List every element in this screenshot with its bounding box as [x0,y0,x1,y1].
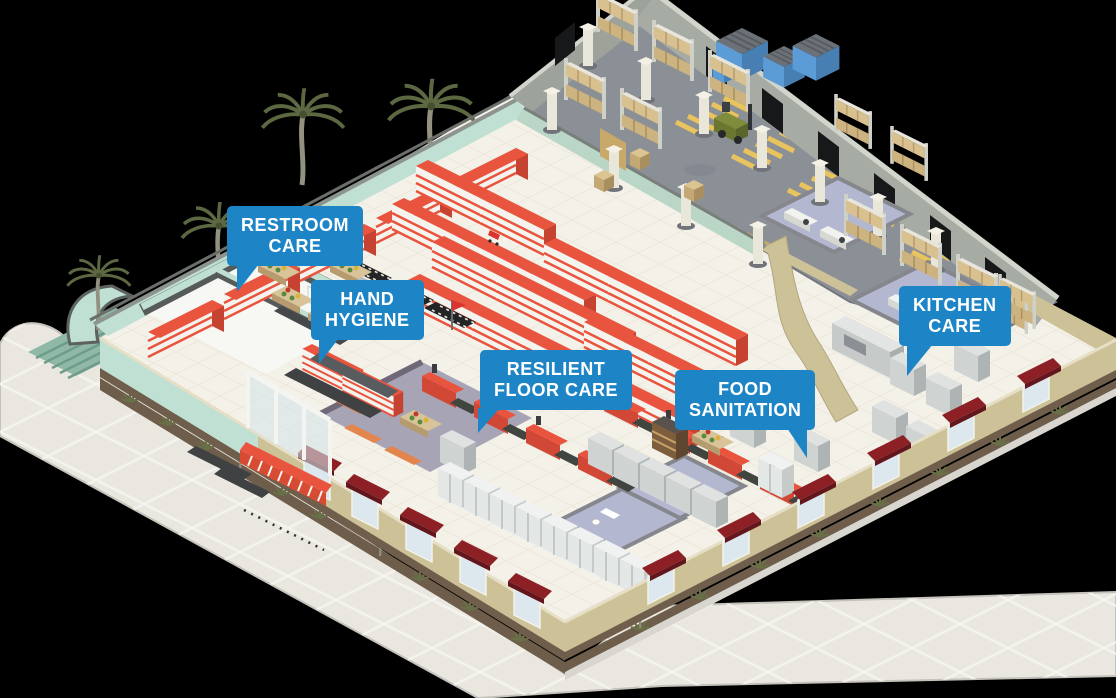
callout-label-line: CARE [268,235,322,256]
shopping-cart [488,230,500,246]
sidewalk [0,322,1116,698]
callout-label-line: FOOD [718,379,773,399]
curb-front-right [565,388,1116,680]
callout-label-line: CARE [928,315,982,336]
dirt-front-left [100,378,565,674]
callout-tail [237,263,259,292]
landscaping [28,284,1116,680]
retail-aisles [146,146,830,600]
shopping-carts [240,442,332,552]
callout-label-line: HYGIENE [325,309,410,330]
entrance [246,369,332,476]
red-flag [451,300,466,330]
callout-label-line: RESILIENT [506,359,606,379]
callout-label-line: HAND [340,289,395,309]
callout-tail [478,407,500,433]
callout-food-sanitation[interactable]: FOOD SANITATION [675,370,816,458]
callout-label-line: RESTROOM [241,215,350,235]
callout-restroom-care[interactable]: RESTROOM CARE [227,206,364,292]
callout-label-line: SANITATION [689,399,802,420]
kitchen-wall [765,235,859,423]
callout-hand-hygiene[interactable]: HAND HYGIENE [311,280,424,364]
kitchen-area [832,281,1029,464]
front-walls [99,336,1116,661]
callout-tail [787,427,808,458]
callout-label-line: FLOOR CARE [494,379,618,400]
callout-tail [319,337,339,364]
dock-door [555,22,575,66]
callout-tail [907,343,933,376]
callout-resilient-floor-care[interactable]: RESILIENT FLOOR CARE [478,350,632,433]
callout-label-line: KITCHEN [913,295,997,315]
callout-kitchen-care[interactable]: KITCHEN CARE [899,286,1011,376]
